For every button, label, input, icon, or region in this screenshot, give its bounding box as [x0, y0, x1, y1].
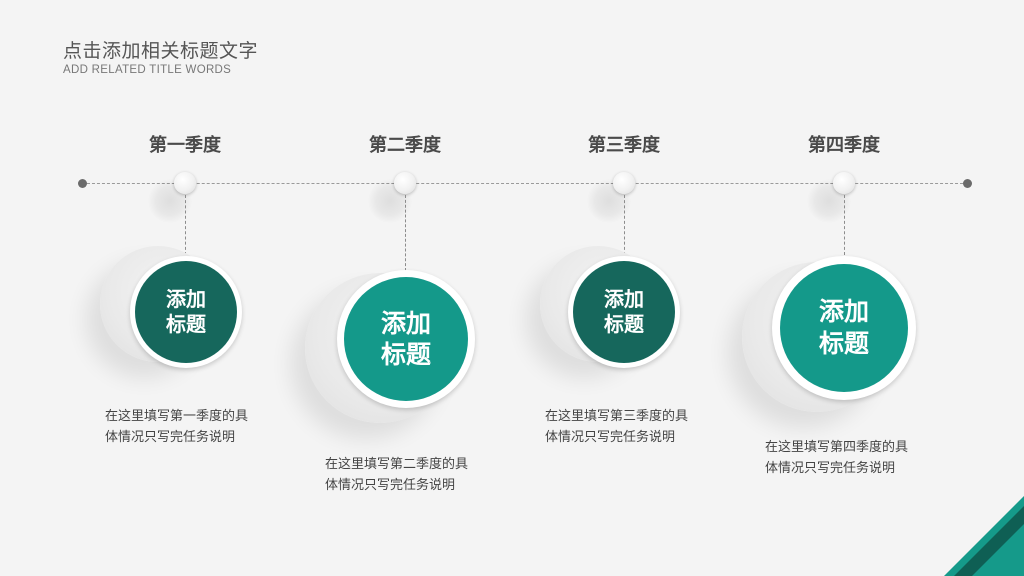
- timeline-node-1[interactable]: [174, 172, 196, 194]
- heading-disc-2[interactable]: 添加 标题: [344, 277, 468, 401]
- heading-disc-3[interactable]: 添加 标题: [573, 261, 675, 363]
- connector-line-3: [624, 195, 625, 255]
- timeline-end-dot: [963, 179, 972, 188]
- heading-text-2: 添加 标题: [380, 309, 431, 369]
- corner-decoration: [944, 496, 1024, 576]
- quarter-description-1[interactable]: 在这里填写第一季度的具 体情况只写完任务说明: [105, 409, 249, 445]
- quarter-description-2[interactable]: 在这里填写第二季度的具 体情况只写完任务说明: [325, 457, 469, 493]
- heading-text-3: 添加 标题: [604, 287, 644, 336]
- timeline-line: [82, 183, 968, 184]
- heading-text-1: 添加 标题: [166, 287, 206, 336]
- heading-text-4: 添加 标题: [818, 297, 869, 358]
- title-block: 点击添加相关标题文字 ADD RELATED TITLE WORDS: [63, 39, 258, 76]
- quarter-description-4[interactable]: 在这里填写第四季度的具 体情况只写完任务说明: [765, 440, 909, 476]
- quarter-label-4[interactable]: 第四季度: [808, 135, 880, 156]
- quarter-label-3[interactable]: 第三季度: [588, 135, 660, 156]
- page-title[interactable]: 点击添加相关标题文字: [63, 40, 259, 62]
- connector-line-2: [405, 195, 406, 271]
- timeline-node-3[interactable]: [613, 172, 635, 194]
- quarter-description-3[interactable]: 在这里填写第三季度的具 体情况只写完任务说明: [545, 409, 689, 445]
- quarter-label-1[interactable]: 第一季度: [149, 135, 221, 156]
- page-subtitle[interactable]: ADD RELATED TITLE WORDS: [63, 64, 232, 76]
- timeline-start-dot: [78, 179, 87, 188]
- heading-disc-4[interactable]: 添加 标题: [780, 264, 908, 392]
- quarter-label-2[interactable]: 第二季度: [369, 135, 441, 156]
- connector-line-4: [844, 195, 845, 255]
- heading-disc-1[interactable]: 添加 标题: [135, 261, 237, 363]
- timeline-node-2[interactable]: [394, 172, 416, 194]
- connector-line-1: [185, 195, 186, 255]
- timeline-node-4[interactable]: [833, 172, 855, 194]
